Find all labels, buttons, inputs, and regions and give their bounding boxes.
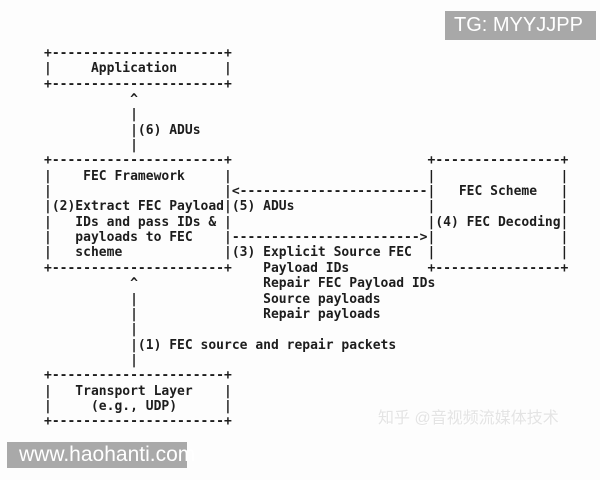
telegram-watermark-badge: TG: MYYJJPP — [445, 11, 596, 40]
zhihu-author-watermark: 知乎 @音视频流媒体技术 — [378, 410, 559, 427]
site-watermark-badge: www.haohanti.com — [7, 442, 195, 468]
fec-framework-ascii-diagram: +----------------------+ | Application |… — [44, 46, 569, 430]
